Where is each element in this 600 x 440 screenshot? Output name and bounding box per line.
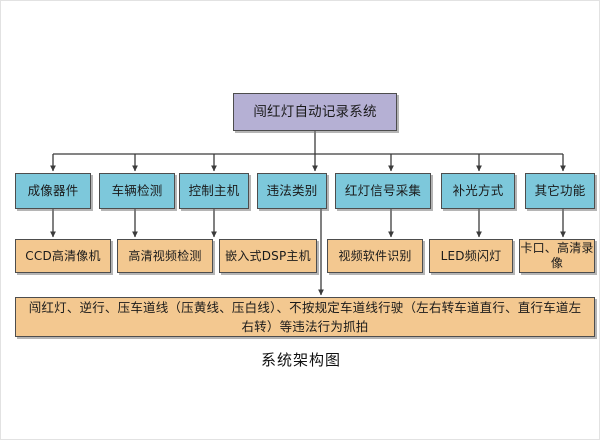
node-level1-label: 红灯信号采集 (344, 183, 422, 199)
node-level2-label: 卡口、高清录像 (520, 241, 594, 270)
node-wide-label: 闯红灯、逆行、压车道线（压黄线、压白线）、不按规定车道线行驶（左右转车道直行、直… (28, 299, 582, 334)
node-level1-control-host[interactable]: 控制主机 (179, 173, 249, 209)
node-root[interactable]: 闯红灯自动记录系统 (233, 93, 397, 131)
node-level1-other-functions[interactable]: 其它功能 (525, 173, 595, 209)
node-level2-label: 高清视频检测 (128, 248, 202, 263)
node-level2-hd-video-detection[interactable]: 高清视频检测 (117, 239, 213, 273)
node-level1-fill-light-method[interactable]: 补光方式 (441, 173, 515, 209)
node-level1-label: 补光方式 (452, 183, 504, 199)
node-level2-label: 视频软件识别 (338, 248, 412, 263)
node-level1-label: 控制主机 (188, 183, 240, 199)
node-level2-checkpoint-hd-recording[interactable]: 卡口、高清录像 (519, 239, 595, 273)
node-level1-violation-category[interactable]: 违法类别 (257, 173, 327, 209)
node-level1-label: 违法类别 (266, 183, 318, 199)
node-level1-red-light-signal-acquisition[interactable]: 红灯信号采集 (335, 173, 431, 209)
node-level2-video-software-recognition[interactable]: 视频软件识别 (327, 239, 423, 273)
node-level1-imaging-device[interactable]: 成像器件 (15, 173, 91, 209)
node-level2-label: CCD高清像机 (25, 248, 101, 263)
diagram-caption: 系统架构图 (260, 351, 341, 369)
node-root-label: 闯红灯自动记录系统 (253, 103, 377, 120)
node-level2-embedded-dsp-host[interactable]: 嵌入式DSP主机 (219, 239, 317, 273)
node-level1-label: 成像器件 (27, 183, 79, 199)
node-level2-ccd-hd-camera[interactable]: CCD高清像机 (15, 239, 111, 273)
node-level1-label: 其它功能 (534, 183, 586, 199)
node-level2-led-strobe-light[interactable]: LED频闪灯 (429, 239, 513, 273)
node-level1-vehicle-detection[interactable]: 车辆检测 (99, 173, 175, 209)
node-violation-capture-list[interactable]: 闯红灯、逆行、压车道线（压黄线、压白线）、不按规定车道线行驶（左右转车道直行、直… (15, 297, 595, 337)
node-level1-label: 车辆检测 (111, 183, 163, 199)
node-level2-label: LED频闪灯 (440, 248, 502, 263)
node-level2-label: 嵌入式DSP主机 (225, 248, 311, 263)
